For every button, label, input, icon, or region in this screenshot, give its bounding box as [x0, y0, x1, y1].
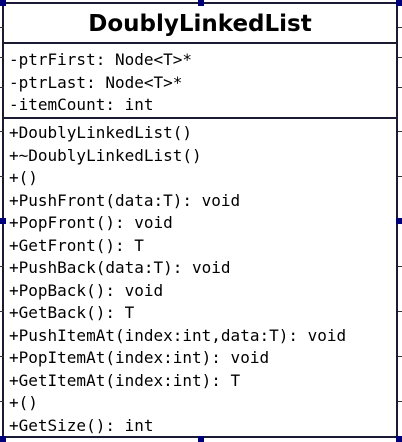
- class-name: DoublyLinkedList: [4, 4, 396, 44]
- resize-handle-top-middle[interactable]: [198, 0, 204, 6]
- connection-point: [0, 131, 4, 132]
- method-row: +PushFront(data:T): void: [9, 190, 241, 210]
- method-row: +PopFront(): void: [9, 213, 173, 232]
- connection-point: [398, 176, 402, 177]
- resize-handle-middle-right[interactable]: [396, 218, 402, 224]
- attribute-row: -ptrLast: Node<T>*: [9, 72, 183, 92]
- connection-point: [398, 356, 402, 357]
- resize-handle-middle-left[interactable]: [0, 218, 6, 224]
- attribute-row: -ptrFirst: Node<T>*: [9, 50, 193, 69]
- method-row: +(): [9, 393, 38, 412]
- method-row: +PopBack(): void: [9, 280, 164, 300]
- connection-point: [0, 57, 4, 58]
- resize-handle-top-left[interactable]: [0, 0, 6, 6]
- connection-point: [398, 401, 402, 402]
- attribute-row: -itemCount: int: [9, 95, 154, 114]
- connection-point: [398, 131, 402, 132]
- method-row: +GetItemAt(index:int): T: [9, 370, 241, 390]
- method-row: +PopItemAt(index:int): void: [9, 348, 270, 367]
- connection-point: [0, 176, 4, 177]
- connection-point: [0, 27, 4, 28]
- connection-point: [398, 87, 402, 88]
- connection-point: [398, 57, 402, 58]
- method-row: +PushItemAt(index:int,data:T): void: [9, 325, 347, 345]
- method-row: +~DoublyLinkedList(): [9, 145, 202, 165]
- connection-point: [0, 311, 4, 312]
- connection-point: [0, 356, 4, 357]
- connection-point: [0, 401, 4, 402]
- connection-point: [0, 266, 4, 267]
- method-row: +(): [9, 168, 38, 187]
- method-row: +DoublyLinkedList(): [9, 123, 193, 142]
- methods-compartment: +DoublyLinkedList() +~DoublyLinkedList()…: [4, 119, 396, 437]
- connection-point: [398, 266, 402, 267]
- resize-handle-bottom-left[interactable]: [0, 436, 6, 442]
- resize-handle-bottom-right[interactable]: [396, 436, 402, 442]
- resize-handle-top-right[interactable]: [396, 0, 402, 6]
- method-row: +GetSize(): int: [9, 415, 154, 435]
- resize-handle-bottom-middle[interactable]: [198, 436, 204, 442]
- connection-point: [0, 87, 4, 88]
- method-row: +GetFront(): T: [9, 235, 144, 255]
- connection-point: [398, 27, 402, 28]
- attributes-compartment: -ptrFirst: Node<T>* -ptrLast: Node<T>* -…: [4, 44, 396, 119]
- method-row: +PushBack(data:T): void: [9, 258, 231, 277]
- method-row: +GetBack(): T: [9, 303, 135, 322]
- connection-point: [398, 311, 402, 312]
- uml-class-box[interactable]: DoublyLinkedList -ptrFirst: Node<T>* -pt…: [2, 2, 398, 438]
